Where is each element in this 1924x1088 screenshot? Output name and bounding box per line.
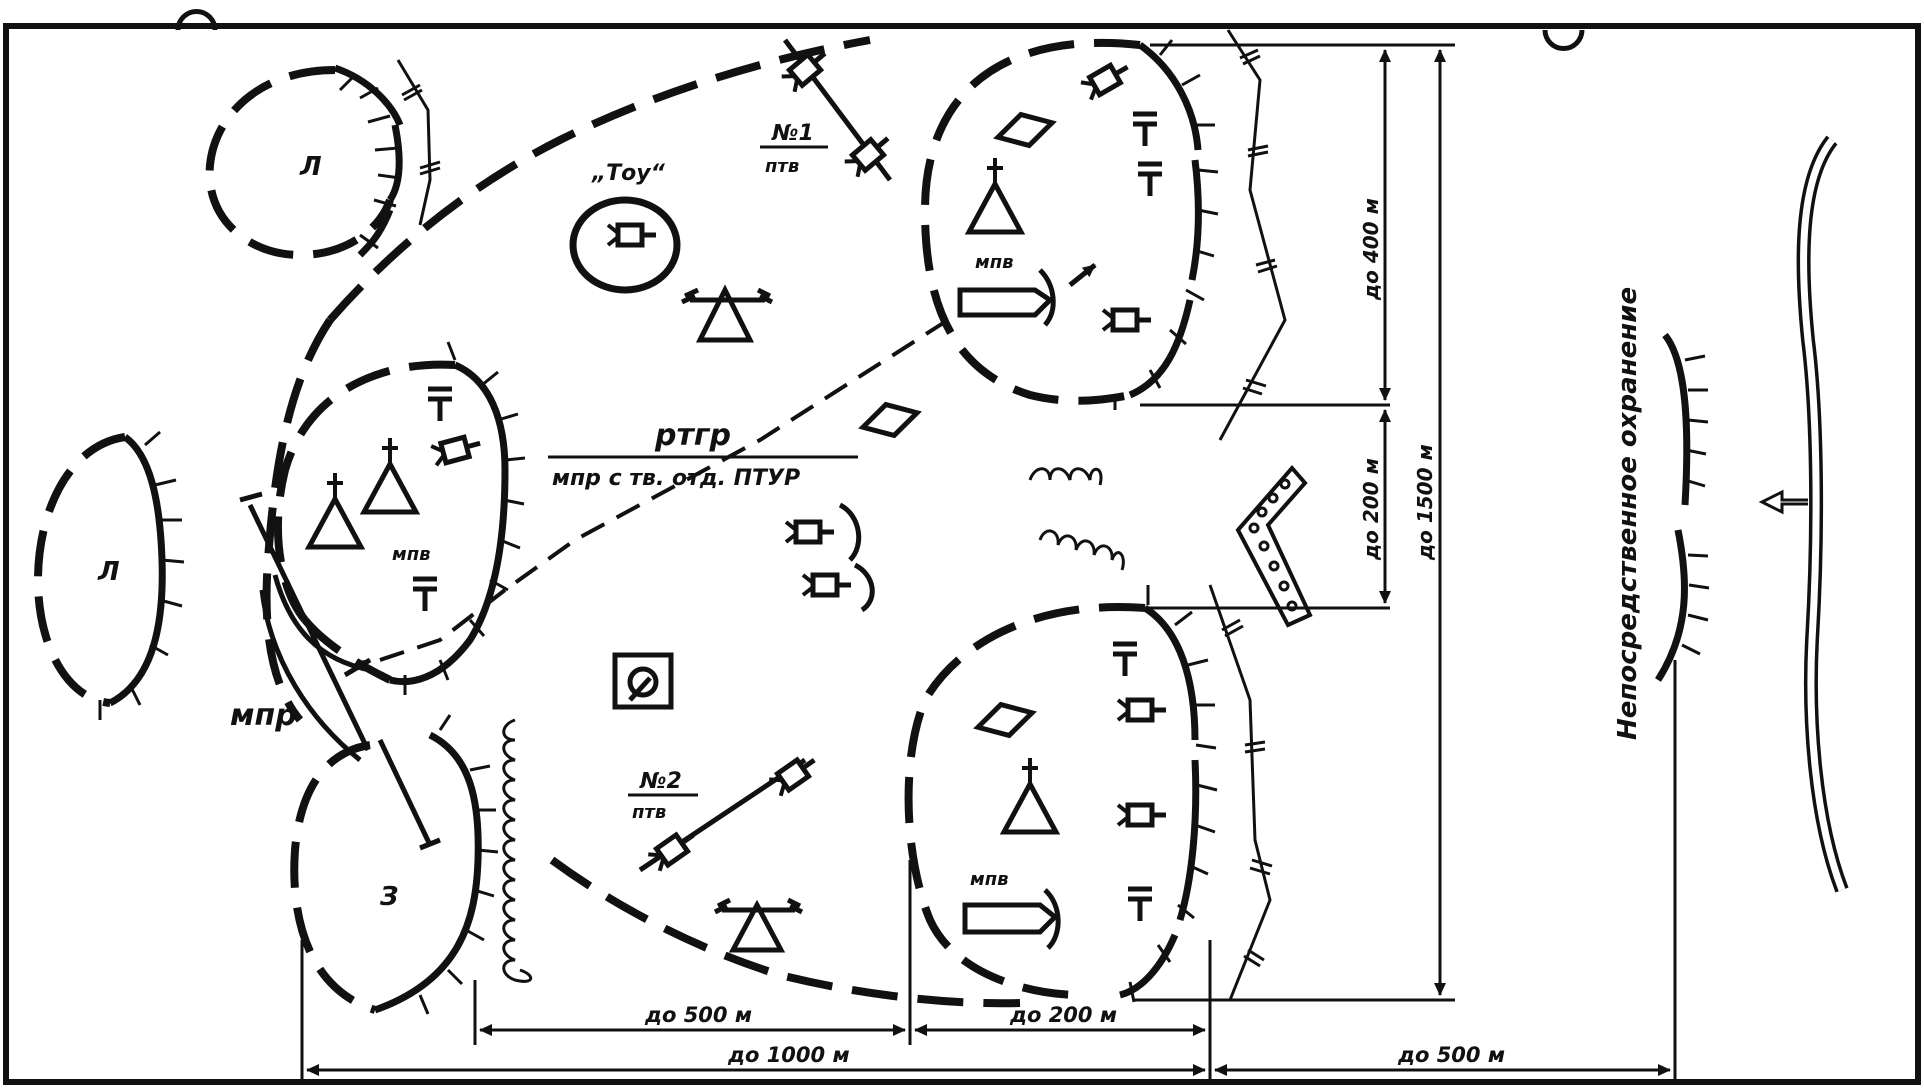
dim-500-label-1: до 500 м [644,1003,752,1027]
centre-symbols [612,284,875,953]
rtgr-label: ртгр [654,418,731,453]
dim-400-label: до 400 м [1359,198,1383,301]
vertical-dimensions: до 400 м до 200 м до 1500 м [1135,43,1455,1002]
at-platoon-2: №2 птв [628,752,820,871]
dim-200-vertical-label: до 200 м [1359,458,1383,561]
bottom-symbols [962,644,1166,950]
rtgr-sublabel: мпр с тв. отд. ПТУР [552,466,800,491]
security-label: Непосредственное охранение [1613,287,1643,740]
dim-1500-label: до 1500 м [1413,444,1437,561]
front-line [1758,135,1849,893]
strongpoint-left: мпв [273,341,526,695]
area-l-left: Л [33,430,185,720]
at-platoon-1: №1 птв [760,38,894,182]
dim-200-horizontal-label: до 200 м [1009,1003,1117,1027]
pos2-unit: птв [632,802,666,823]
strongpoint-bottom: мпв [904,585,1218,1003]
immediate-security: Непосредственное охранение [1613,287,1710,740]
pos2-number: №2 [639,769,682,794]
battalion-area [262,36,1021,1008]
area-z-label: З [379,882,398,912]
strongpoint-top: мпв [920,38,1219,410]
area-z: З [290,714,499,1015]
map-frame [3,9,1921,1085]
pos1-number: №1 [771,121,814,146]
dim-1000-label: до 1000 м [727,1043,850,1067]
area-l-left-label: Л [97,557,120,587]
obstacle-spirals [502,467,1125,983]
mpv-left-label: мпв [392,544,431,565]
minefield [1235,464,1313,628]
pos1-unit: птв [765,156,799,177]
toy-point: „Тоу“ [569,161,681,294]
toy-label: „Тоу“ [591,161,666,186]
wire-lines [1208,29,1287,1001]
mpv-bottom-label: мпв [970,869,1009,890]
rtgr-group: ртгр мпр с тв. отд. ПТУР [379,318,950,662]
horizontal-dimensions: до 500 м до 200 м до 1000 м до 500 м [300,660,1677,1080]
top-symbols [859,58,1162,442]
area-l-top: Л [205,59,441,260]
area-l-top-label: Л [299,152,322,182]
mpv-top-label: мпв [975,252,1014,273]
left-symbols [309,389,483,678]
dim-500-label-2: до 500 м [1397,1043,1505,1067]
